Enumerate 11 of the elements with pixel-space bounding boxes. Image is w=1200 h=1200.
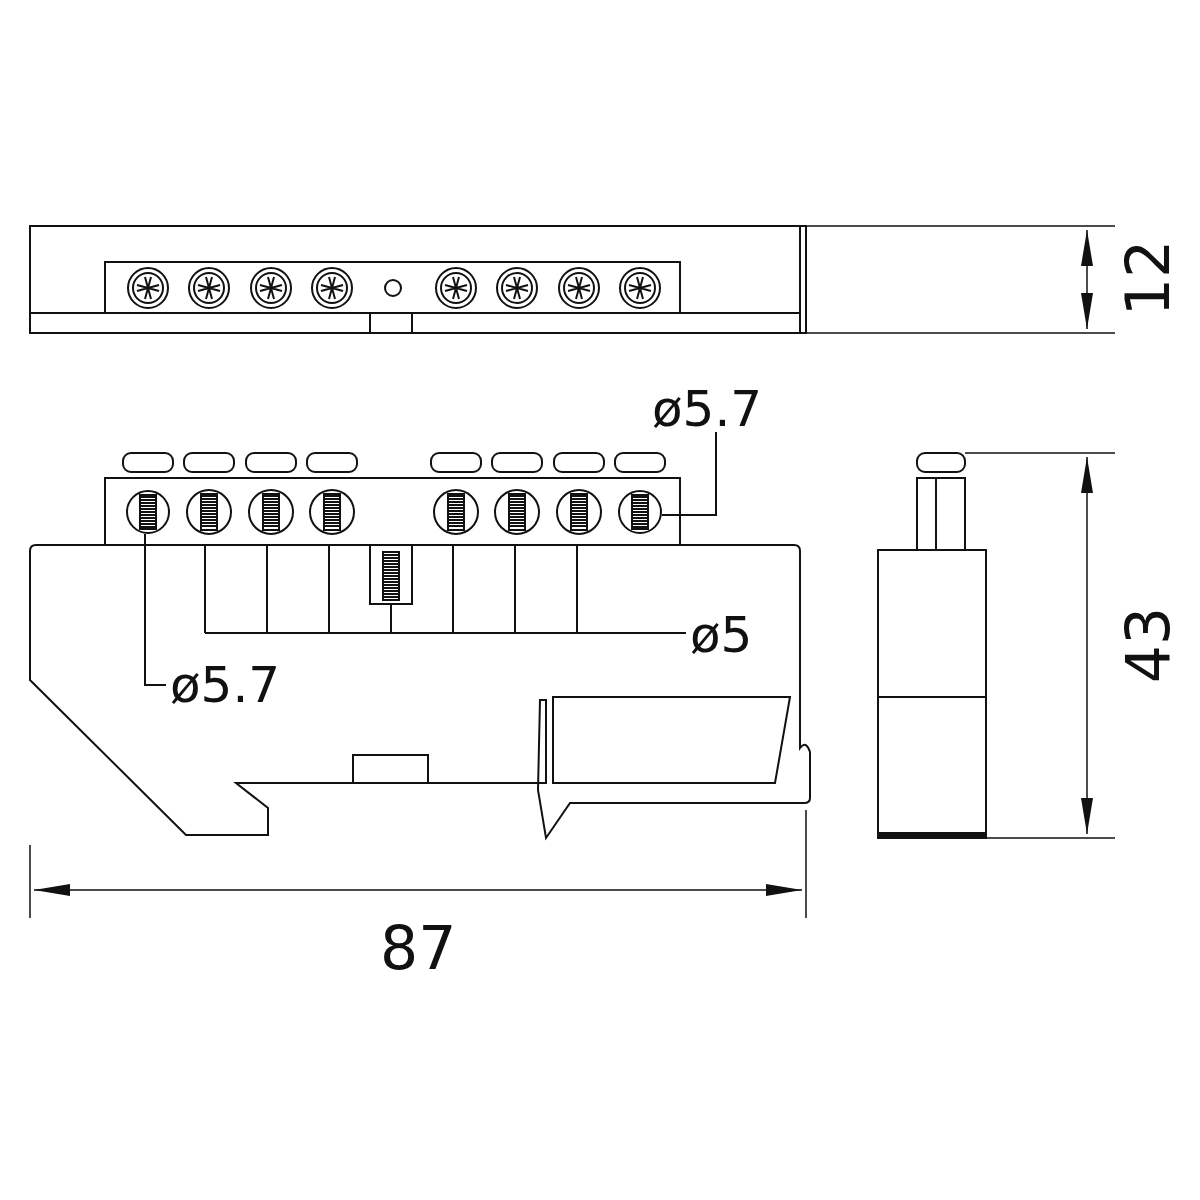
- diameter-label: ø5.7: [652, 384, 763, 434]
- leader-line: [144, 533, 167, 686]
- screw-hole: [126, 490, 170, 534]
- dimension-value: 12: [1118, 239, 1179, 317]
- dimension-value: 43: [1118, 606, 1179, 684]
- dimension-value: 87: [380, 918, 457, 978]
- diameter-label: ø5: [690, 610, 753, 660]
- screw-hole: [618, 490, 662, 534]
- leader-line: [661, 431, 717, 516]
- diameter-label: ø5.7: [170, 660, 281, 710]
- leader-line: [204, 544, 687, 634]
